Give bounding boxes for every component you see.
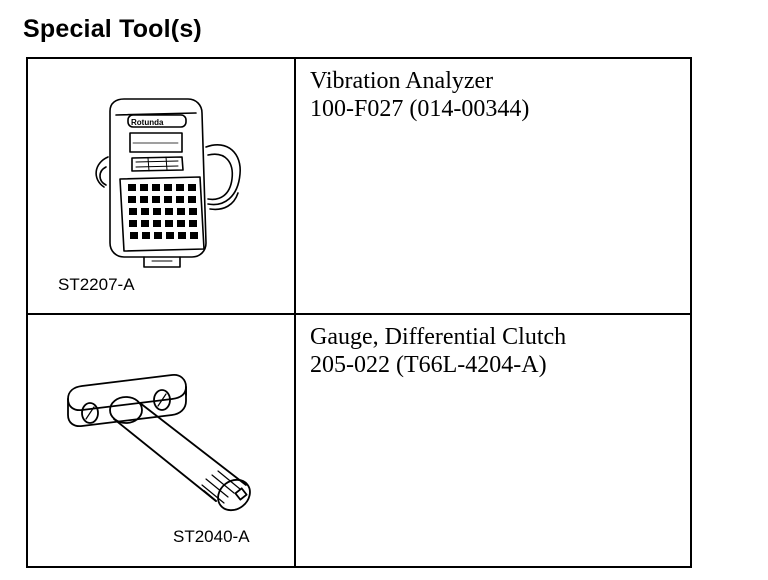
illustration-code: ST2207-A <box>58 275 135 294</box>
tool-description-cell: Vibration Analyzer 100-F027 (014-00344) <box>298 59 690 313</box>
vibration-analyzer-icon: Rotunda <box>95 98 241 268</box>
tool-name: Gauge, Differential Clutch <box>310 324 567 350</box>
tool-name: Vibration Analyzer <box>310 68 494 94</box>
tool-number: 205-022 (T66L-4204-A) <box>310 352 547 378</box>
tool-number: 100-F027 (014-00344) <box>310 96 530 122</box>
table-row: Rotunda ST2207-A Vibration Analyzer 100-… <box>28 59 690 315</box>
tool-illustration-cell: ST2040-A <box>28 315 296 566</box>
special-tools-table: Rotunda ST2207-A Vibration Analyzer 100-… <box>26 57 692 568</box>
differential-clutch-gauge-icon <box>67 374 251 512</box>
table-row: ST2040-A Gauge, Differential Clutch 205-… <box>28 315 690 566</box>
tool-description-cell: Gauge, Differential Clutch 205-022 (T66L… <box>298 315 690 566</box>
tool-illustration-cell: Rotunda ST2207-A <box>28 59 296 313</box>
illustration-code: ST2040-A <box>173 527 250 546</box>
page-title: Special Tool(s) <box>23 15 202 43</box>
device-logo-text: Rotunda <box>131 118 164 127</box>
